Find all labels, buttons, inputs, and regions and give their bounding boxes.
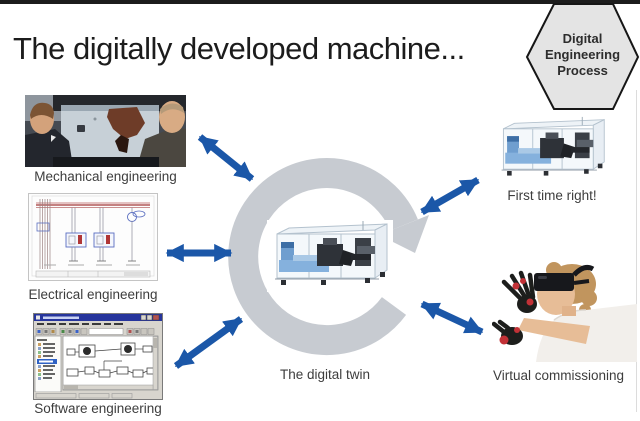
virtual-commissioning-label: Virtual commissioning <box>492 368 625 383</box>
digital-twin-label: The digital twin <box>279 367 371 382</box>
first-time-right-label: First time right! <box>507 188 597 203</box>
badge-line-1: Digital <box>562 31 603 46</box>
node-electrical-engineering: Electrical engineering <box>28 193 158 302</box>
software-engineering-label: Software engineering <box>34 401 162 416</box>
software-window <box>33 313 163 400</box>
mechanical-photo <box>25 95 186 167</box>
electrical-schematic <box>28 193 158 281</box>
machine-render <box>494 116 610 182</box>
vr-person-photo <box>492 262 637 362</box>
electrical-engineering-label: Electrical engineering <box>28 287 158 302</box>
badge-line-3: Process <box>557 63 608 78</box>
node-digital-twin <box>267 220 393 292</box>
double-arrow-software-twin-icon <box>173 316 244 369</box>
mechanical-engineering-label: Mechanical engineering <box>34 169 177 184</box>
badge-line-2: Engineering <box>544 47 621 62</box>
cycle-arrow-icon <box>228 158 429 356</box>
double-arrow-twin-first-time-right-icon <box>420 176 480 216</box>
slide-title: The digitally developed machine... <box>13 31 465 66</box>
double-arrow-mechanical-twin-icon <box>197 134 255 182</box>
node-virtual-commissioning: Virtual commissioning <box>492 260 637 383</box>
right-edge-line <box>636 90 637 412</box>
double-arrow-twin-virtual-commissioning-icon <box>420 300 484 336</box>
node-mechanical-engineering: Mechanical engineering <box>25 95 186 184</box>
digital-engineering-badge: Digital Engineering Process <box>525 2 640 111</box>
node-first-time-right: First time right! <box>494 116 610 203</box>
node-software-engineering: Software engineering <box>33 313 163 416</box>
machine-render <box>267 220 393 292</box>
top-edge-bar <box>0 0 640 4</box>
hexagon-icon <box>525 3 640 110</box>
double-arrow-electrical-twin-icon <box>165 243 233 263</box>
